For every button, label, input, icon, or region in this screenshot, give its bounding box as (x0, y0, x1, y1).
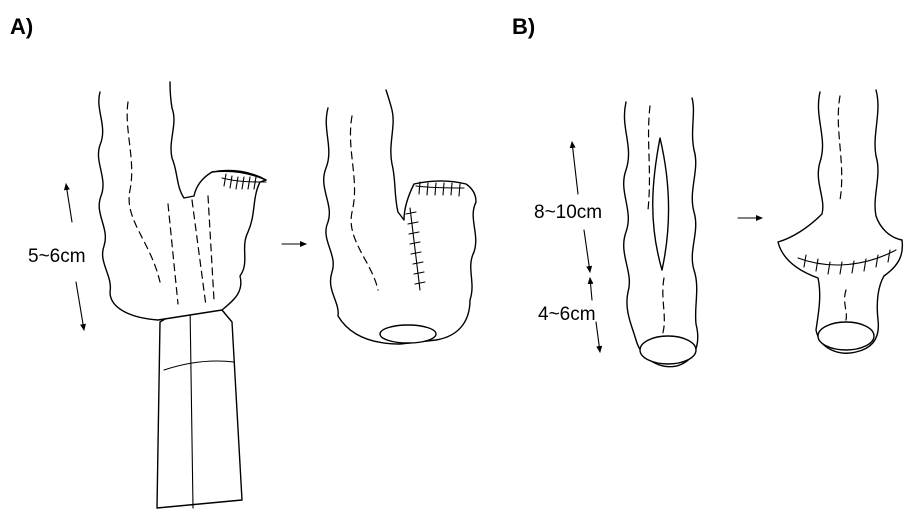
measurement-b-lower-label: 4~6cm (538, 304, 596, 325)
stapler-instrument (157, 304, 242, 508)
measurement-b-upper-label: 8~10cm (534, 202, 602, 223)
panel-a-label: A) (10, 14, 33, 39)
measurement-a-label: 5~6cm (28, 246, 86, 267)
panel-b-before-illustration: 8~10cm 4~6cm (534, 98, 698, 367)
panel-a-before-illustration: 5~6cm (28, 82, 266, 508)
panel-b-after-illustration (778, 90, 902, 353)
panel-a-after-illustration (324, 90, 476, 344)
panel-b-label: B) (512, 14, 535, 39)
